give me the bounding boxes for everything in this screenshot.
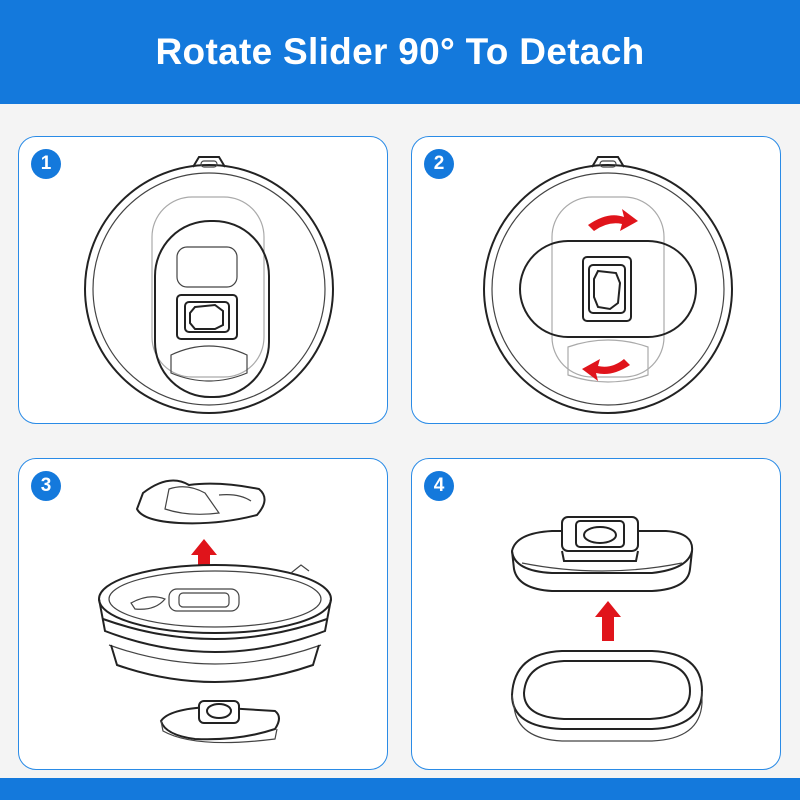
page-title: Rotate Slider 90° To Detach (155, 31, 645, 72)
lid-side-view-icon (98, 479, 332, 744)
step-badge: 1 (31, 149, 61, 179)
step-2-panel: 2 (411, 136, 781, 424)
footer-bar (0, 778, 800, 800)
step-badge: 3 (31, 471, 61, 501)
step-badge: 4 (424, 471, 454, 501)
up-arrow-icon (595, 601, 621, 641)
slider-assembly-icon (510, 516, 704, 742)
step-4-panel: 4 (411, 458, 781, 770)
lid-top-view-icon (483, 156, 733, 414)
up-arrow-icon (191, 539, 217, 579)
step-badge: 2 (424, 149, 454, 179)
rotate-arrow-icon (582, 209, 638, 381)
header-banner: Rotate Slider 90° To Detach (0, 0, 800, 104)
step-3-panel: 3 (18, 458, 388, 770)
step-1-panel: 1 (18, 136, 388, 424)
lid-top-view-icon (84, 156, 334, 414)
